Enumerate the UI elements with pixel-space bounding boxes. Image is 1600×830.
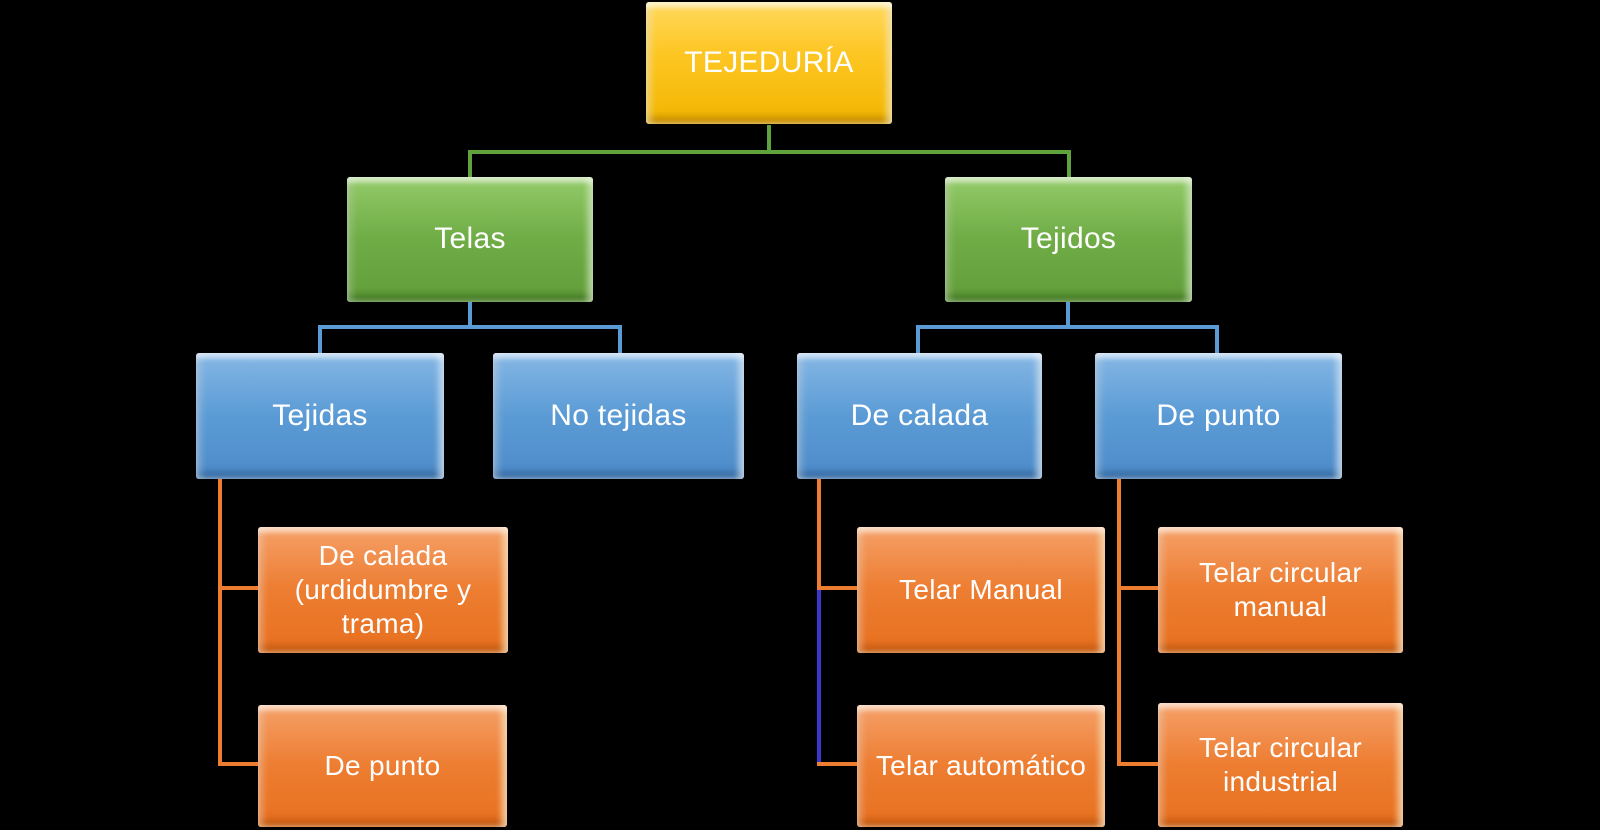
node-tejidos-label: Tejidos <box>1020 222 1117 256</box>
connector-tejidas-elbow-1 <box>218 586 258 590</box>
connector-tejidos-horizontal <box>916 325 1219 329</box>
node-de-calada: De calada <box>797 353 1042 479</box>
node-tejidas: Tejidas <box>196 353 444 479</box>
connector-drop-de-punto <box>1215 327 1219 353</box>
connector-tejidos-stem <box>1066 302 1070 327</box>
connector-de-punto-elbow-1 <box>1117 586 1158 590</box>
connector-de-punto-elbow-2 <box>1117 762 1158 766</box>
connector-tejidas-elbow-2 <box>218 762 258 766</box>
connector-de-punto-vertical <box>1117 478 1121 766</box>
node-de-calada-urdidumbre-trama-label: De calada (urdidumbre y trama) <box>294 539 472 640</box>
node-telar-circular-industrial: Telar circular industrial <box>1158 703 1403 827</box>
connector-drop-de-calada <box>916 327 920 353</box>
node-de-calada-urdidumbre-trama: De calada (urdidumbre y trama) <box>258 527 508 653</box>
node-de-punto: De punto <box>1095 353 1342 479</box>
node-telar-circular-manual-label: Telar circular manual <box>1199 556 1362 622</box>
node-telar-automatico-label: Telar automático <box>875 749 1087 781</box>
node-de-punto-label: De punto <box>1156 398 1281 432</box>
node-telar-automatico: Telar automático <box>857 705 1105 827</box>
connector-drop-tejidas <box>318 327 322 353</box>
connector-de-calada-elbow-1 <box>817 586 857 590</box>
connector-de-calada-vertical-top <box>817 478 821 590</box>
node-no-tejidas-label: No tejidas <box>550 398 687 432</box>
node-tejidas-label: Tejidas <box>272 398 368 432</box>
node-no-tejidas: No tejidas <box>493 353 744 479</box>
node-tejeduria-label: TEJEDURÍA <box>684 45 854 79</box>
connector-drop-telas <box>468 152 472 177</box>
node-telar-circular-industrial-label: Telar circular industrial <box>1199 731 1362 797</box>
connector-root-horizontal <box>468 150 1071 154</box>
node-telas-label: Telas <box>434 222 506 256</box>
connector-drop-no-tejidas <box>618 327 622 353</box>
node-telar-circular-manual: Telar circular manual <box>1158 527 1403 653</box>
connector-de-calada-elbow-2 <box>817 762 857 766</box>
connector-telas-stem <box>468 302 472 327</box>
connector-tejidas-vertical <box>218 478 222 766</box>
node-de-punto-leaf-label: De punto <box>324 749 441 781</box>
node-telar-manual: Telar Manual <box>857 527 1105 653</box>
node-telar-manual-label: Telar Manual <box>899 573 1063 605</box>
connector-telas-horizontal <box>318 325 622 329</box>
node-telas: Telas <box>347 177 593 302</box>
connector-de-calada-vertical-bottom <box>817 590 821 762</box>
node-tejidos: Tejidos <box>945 177 1192 302</box>
connector-drop-tejidos <box>1067 152 1071 177</box>
node-tejeduria: TEJEDURÍA <box>646 2 892 124</box>
node-de-punto-leaf: De punto <box>258 705 507 827</box>
connector-root-stem <box>767 125 771 152</box>
node-de-calada-label: De calada <box>850 398 989 432</box>
